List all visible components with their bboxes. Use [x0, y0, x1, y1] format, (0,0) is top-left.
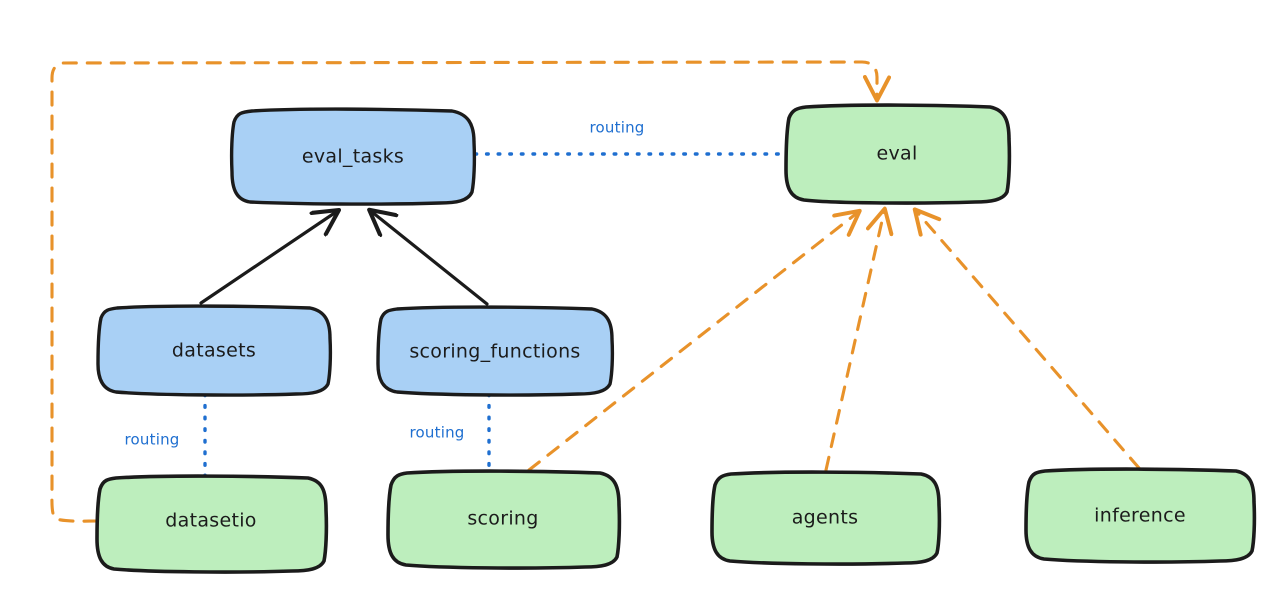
node-label-scoring: scoring	[467, 508, 538, 530]
edge-agents-to-eval	[824, 212, 884, 472]
edge-labels-layer: routing routing routing	[125, 119, 645, 449]
node-agents[interactable]: agents	[710, 470, 942, 566]
node-label-eval-tasks: eval_tasks	[302, 146, 404, 168]
node-inference[interactable]: inference	[1024, 467, 1257, 564]
node-label-inference: inference	[1094, 505, 1186, 527]
edge-label-routing-datasets-datasetio: routing	[125, 431, 180, 449]
node-datasetio[interactable]: datasetio	[95, 474, 329, 574]
edge-datasetio-to-eval	[50, 60, 877, 523]
edge-datasets-to-eval_tasks	[199, 212, 336, 305]
node-label-datasets: datasets	[172, 340, 256, 362]
node-label-scoring-functions: scoring_functions	[409, 341, 580, 363]
edge-inference-to-eval	[917, 212, 1141, 470]
edge-scoring_functions-to-eval_tasks	[372, 212, 489, 306]
nodes-layer: eval_tasks eval datasets scoring_functio…	[95, 103, 1257, 574]
node-scoring[interactable]: scoring	[386, 469, 622, 570]
edges-layer	[50, 60, 1141, 523]
node-scoring-functions[interactable]: scoring_functions	[376, 305, 615, 397]
node-eval-tasks[interactable]: eval_tasks	[229, 107, 477, 206]
edge-scoring-to-eval	[527, 213, 857, 472]
edge-label-routing-scoring-functions-scoring: routing	[410, 424, 465, 442]
node-eval[interactable]: eval	[784, 103, 1012, 205]
node-label-agents: agents	[792, 507, 859, 529]
node-datasets[interactable]: datasets	[96, 304, 333, 397]
node-label-eval: eval	[876, 143, 917, 165]
node-label-datasetio: datasetio	[165, 510, 256, 532]
edge-label-routing-eval-tasks-eval: routing	[590, 119, 645, 137]
